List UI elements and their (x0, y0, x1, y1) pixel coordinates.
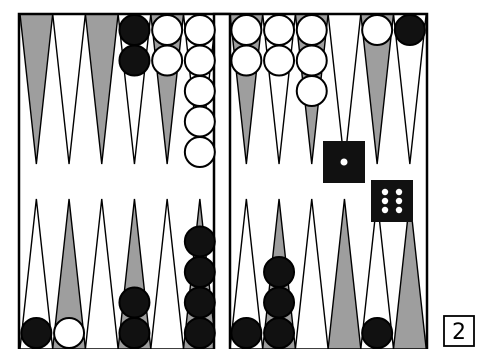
black-checker[interactable] (185, 257, 215, 287)
black-checker[interactable] (119, 46, 149, 76)
die-one[interactable] (323, 141, 365, 183)
white-checker[interactable] (264, 46, 294, 76)
dice-layer (323, 141, 413, 222)
black-checker[interactable] (119, 318, 149, 348)
black-checker[interactable] (264, 257, 294, 287)
white-checker[interactable] (231, 15, 261, 45)
die-pip (396, 189, 402, 195)
white-checker[interactable] (185, 107, 215, 137)
point-top-left-1[interactable] (20, 14, 53, 164)
point-top-left-3[interactable] (85, 14, 118, 164)
die-six[interactable] (371, 180, 413, 222)
white-checker[interactable] (185, 46, 215, 76)
black-checker[interactable] (395, 15, 425, 45)
white-checker[interactable] (185, 76, 215, 106)
white-checker[interactable] (264, 15, 294, 45)
point-bottom-right-4[interactable] (328, 199, 361, 349)
black-checker[interactable] (185, 227, 215, 257)
white-checker[interactable] (152, 46, 182, 76)
white-checker[interactable] (297, 46, 327, 76)
doubling-cube[interactable]: 2 (444, 316, 474, 346)
white-checker[interactable] (185, 137, 215, 167)
black-checker[interactable] (185, 288, 215, 318)
white-checker[interactable] (54, 318, 84, 348)
white-checker[interactable] (297, 15, 327, 45)
black-checker[interactable] (21, 318, 51, 348)
black-checker[interactable] (264, 288, 294, 318)
black-checker[interactable] (362, 318, 392, 348)
black-checker[interactable] (231, 318, 261, 348)
doubling-cube-value: 2 (452, 320, 466, 345)
point-top-left-2[interactable] (53, 14, 86, 164)
white-checker[interactable] (362, 15, 392, 45)
black-checker[interactable] (264, 318, 294, 348)
die-pip (382, 198, 388, 204)
die-pip (396, 198, 402, 204)
point-bottom-right-3[interactable] (295, 199, 328, 349)
die-pip (382, 207, 388, 213)
point-bottom-left-3[interactable] (85, 199, 118, 349)
point-bottom-left-5[interactable] (151, 199, 184, 349)
board-bar[interactable] (214, 14, 230, 349)
white-checker[interactable] (297, 76, 327, 106)
die-pip (382, 189, 388, 195)
white-checker[interactable] (231, 46, 261, 76)
black-checker[interactable] (185, 318, 215, 348)
die-face (371, 180, 413, 222)
black-checker[interactable] (119, 288, 149, 318)
black-checker[interactable] (119, 15, 149, 45)
white-checker[interactable] (185, 15, 215, 45)
die-pip (396, 207, 402, 213)
die-pip (341, 159, 348, 166)
white-checker[interactable] (152, 15, 182, 45)
